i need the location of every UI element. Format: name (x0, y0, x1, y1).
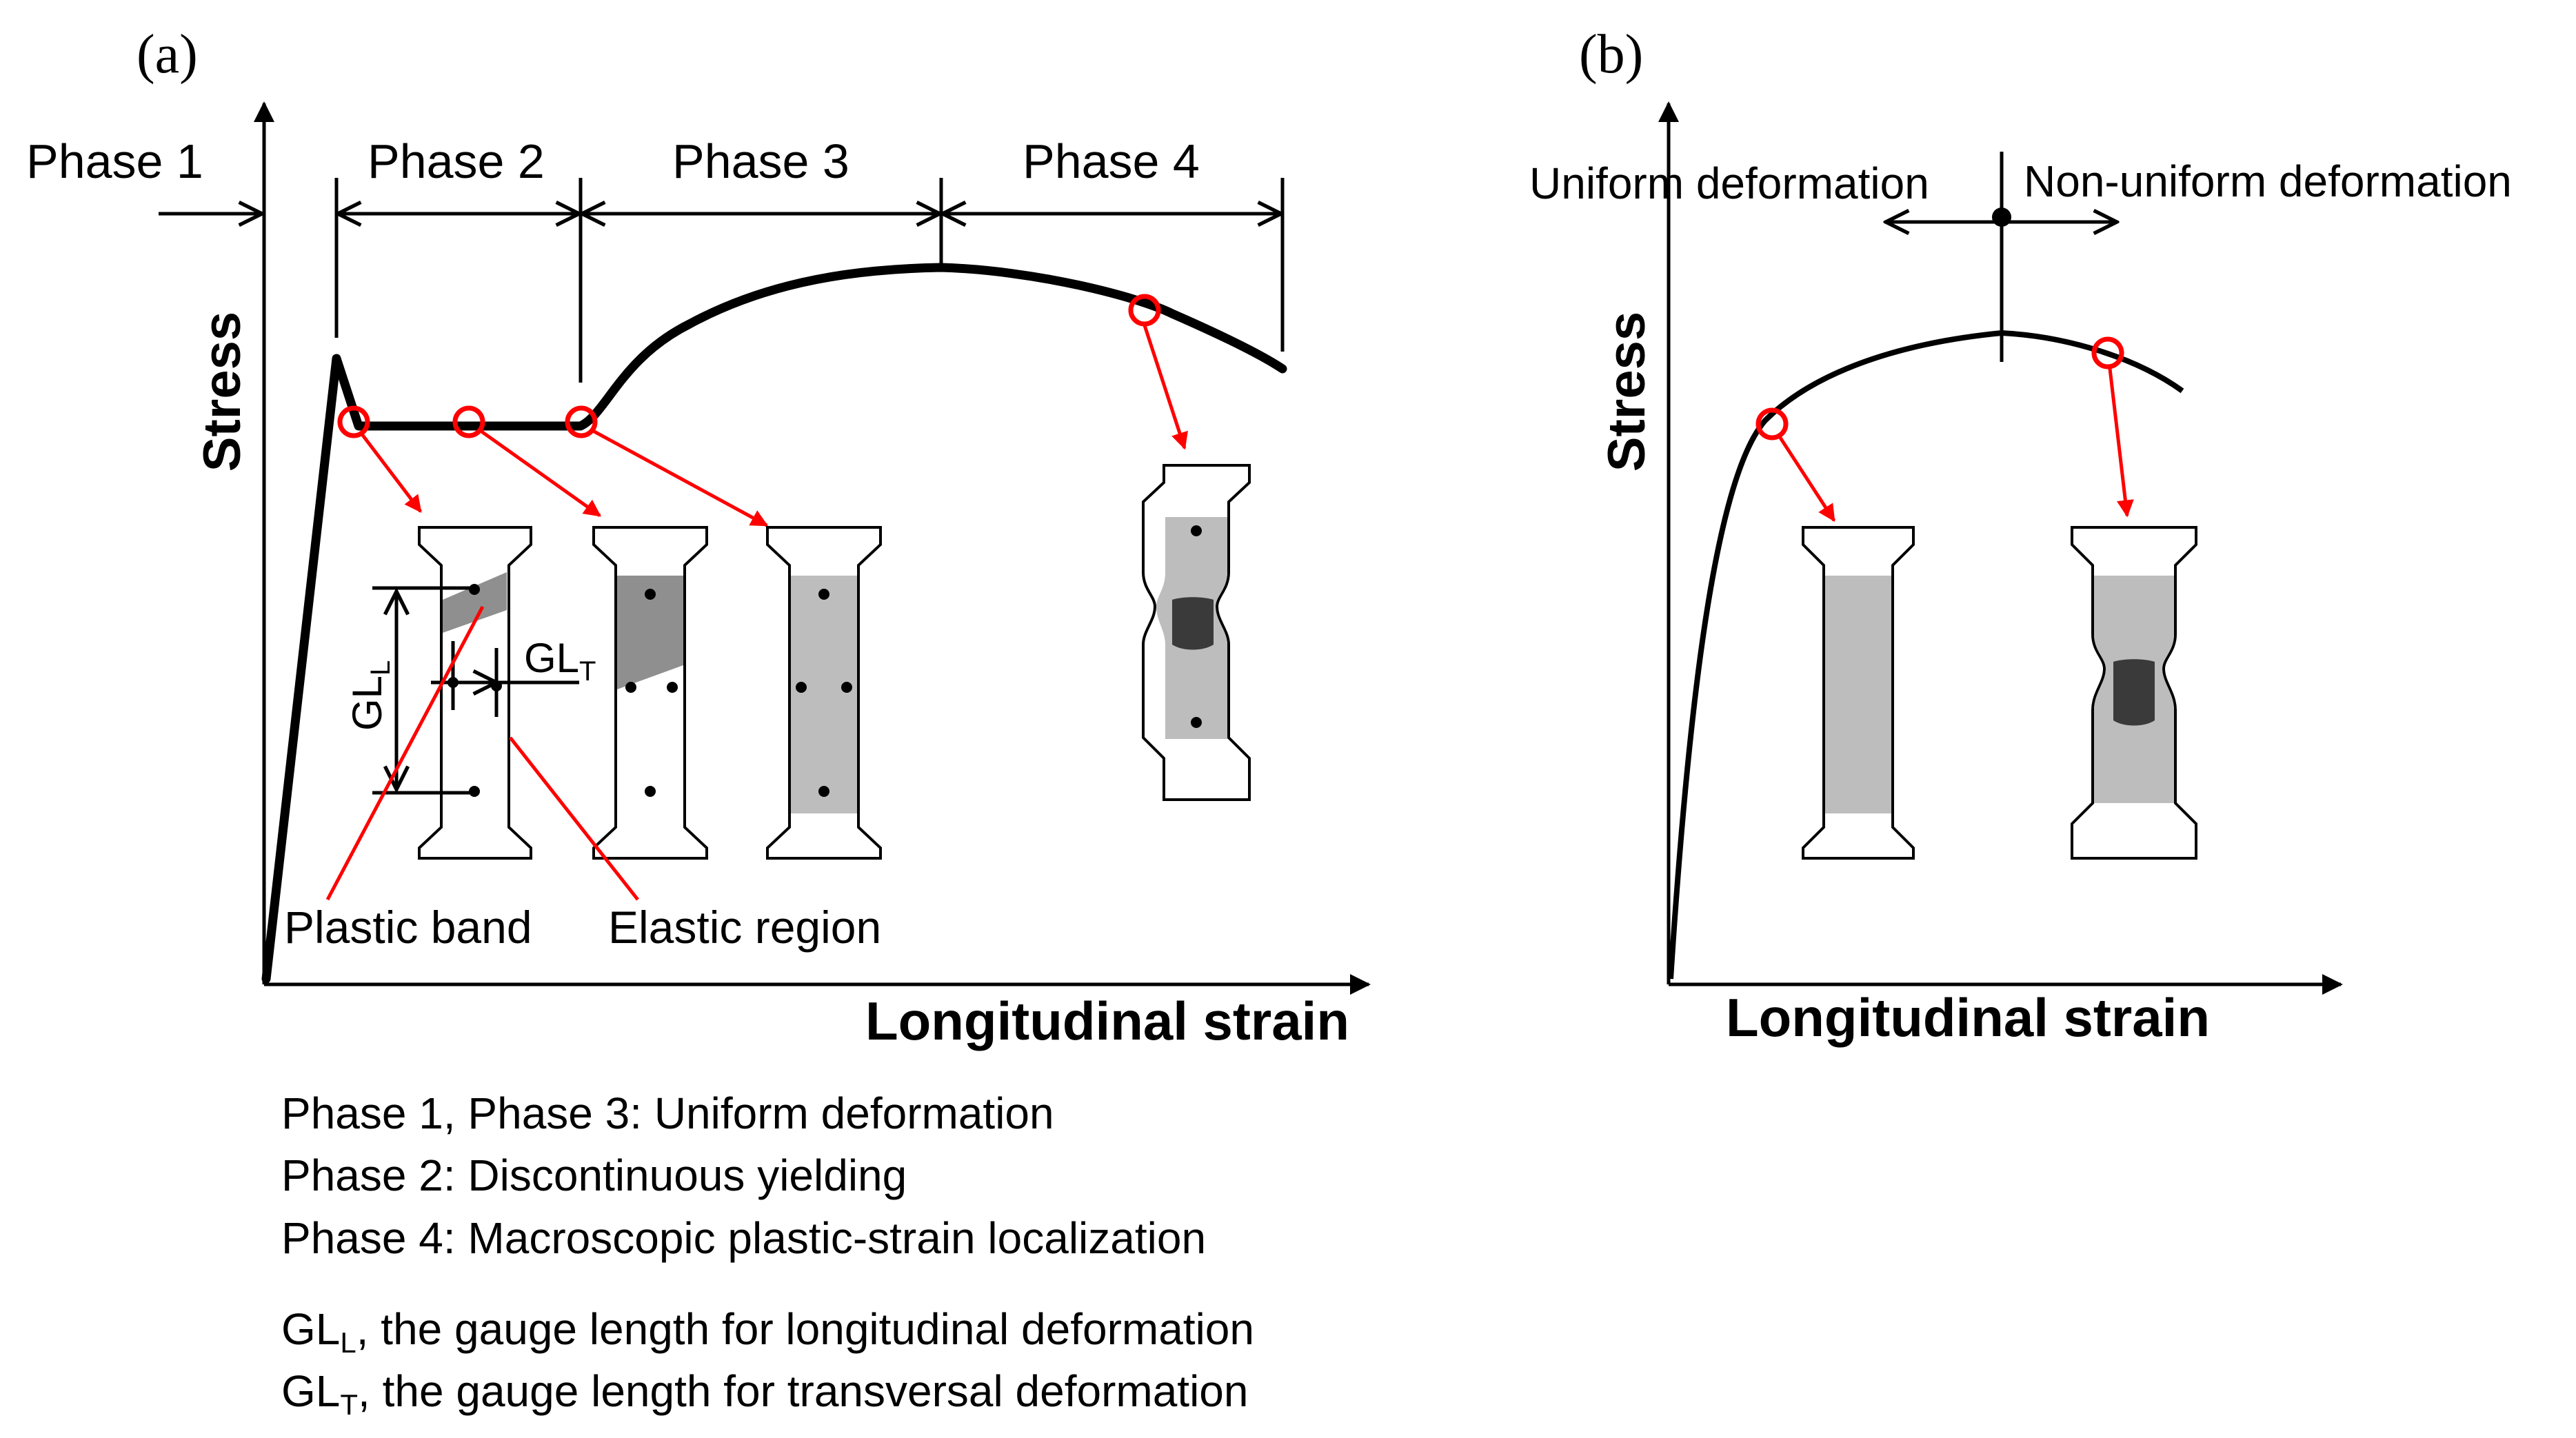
panel-a-stress-strain-curve (261, 263, 1287, 984)
max-stress-point (1992, 207, 2011, 227)
note-line-1: Phase 1, Phase 3: Uniform deformation (281, 1088, 1054, 1138)
panel-b-x-axis-label: Longitudinal strain (1726, 987, 2210, 1048)
specimen-full-band (766, 526, 882, 860)
specimen-band-propagation (592, 526, 708, 860)
marker-arrow-2 (479, 429, 602, 518)
marker-arrow-3 (592, 429, 769, 527)
marker-plateau-mid (452, 405, 485, 438)
non-uniform-deformation-label: Non-uniform deformation (2024, 156, 2512, 206)
panel-b-label: (b) (1579, 24, 1643, 85)
note-line-2: Phase 2: Discontinuous yielding (281, 1151, 907, 1200)
gl-t-label: GLT (524, 635, 596, 687)
marker-arrow-4 (1143, 325, 1188, 450)
marker-b-necking (2091, 336, 2124, 369)
panel-a-label: (a) (137, 24, 198, 85)
marker-b-uniform (1755, 407, 1789, 440)
panel-a: (a) Stress Longitudinal strain Phase 1 P… (26, 24, 1371, 1051)
plastic-band-leader (325, 605, 485, 901)
note-gl-t-definition: GLT, the gauge length for transversal de… (281, 1366, 1248, 1421)
marker-plateau-end (565, 405, 598, 438)
panel-b-stress-strain-curve (1668, 330, 2184, 980)
uniform-deformation-label: Uniform deformation (1529, 159, 1929, 208)
phase-4-label: Phase 4 (1023, 134, 1200, 188)
specimen-necked (1142, 464, 1251, 801)
phase-1-label: Phase 1 (26, 134, 203, 188)
phase-2-label: Phase 2 (368, 134, 545, 188)
phase-3-label: Phase 3 (672, 134, 849, 188)
marker-arrow-1 (361, 433, 422, 513)
marker-upper-yield (337, 405, 370, 438)
panel-a-y-axis-label: Stress (193, 312, 252, 472)
marker-necking (1128, 294, 1161, 327)
elastic-region-leader (509, 736, 639, 901)
note-line-3: Phase 4: Macroscopic plastic-strain loca… (281, 1213, 1206, 1263)
gl-l-label: GLL (344, 660, 396, 731)
marker-b-arrow-1 (1778, 436, 1836, 523)
note-gl-l-definition: GLL, the gauge length for longitudinal d… (281, 1304, 1254, 1359)
marker-b-arrow-2 (2108, 368, 2134, 518)
elastic-region-label: Elastic region (608, 902, 881, 953)
panel-b: (b) Stress Longitudinal strain Uniform d… (1529, 24, 2512, 1048)
notes: Phase 1, Phase 3: Uniform deformation Ph… (281, 1088, 1254, 1421)
panel-b-y-axis-label: Stress (1598, 312, 1656, 472)
panel-a-x-axis-label: Longitudinal strain (865, 991, 1349, 1051)
specimen-b-necked (2071, 526, 2197, 860)
plastic-band-label: Plastic band (284, 902, 532, 953)
specimen-b-uniform (1802, 526, 1915, 860)
